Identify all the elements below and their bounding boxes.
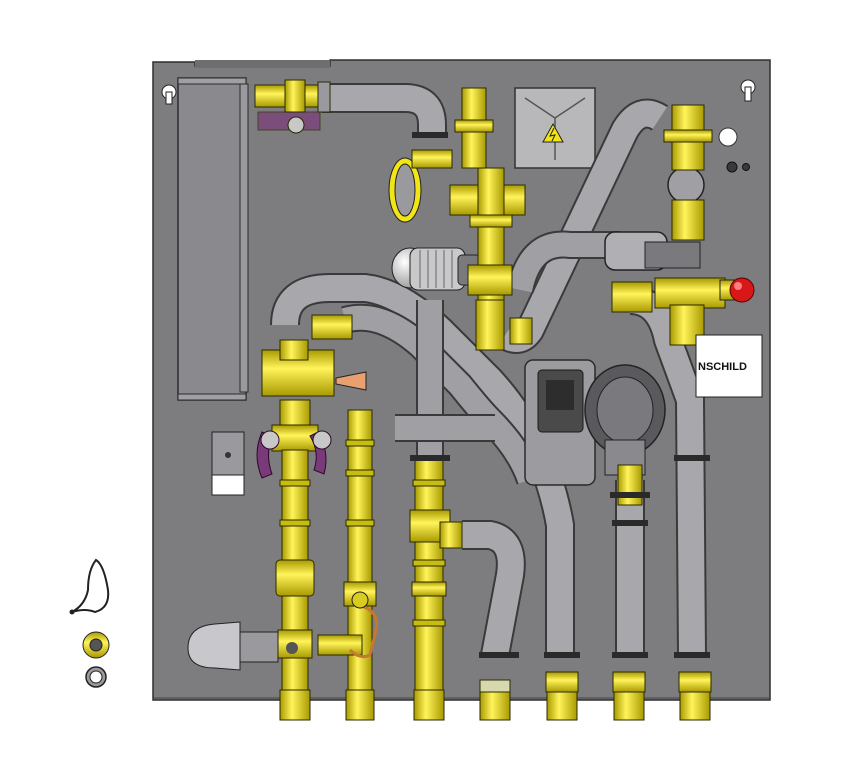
- nameplate-text: NSCHILD: [698, 361, 747, 373]
- panel-opening: [718, 127, 738, 147]
- circulation-pump-upper: [604, 166, 705, 271]
- loose-brass-nut: [82, 631, 110, 659]
- motorized-valve-actuator: [391, 247, 481, 291]
- thermostatic-valve-head: [187, 621, 298, 671]
- plate-heat-exchanger: [177, 77, 249, 401]
- safety-valve-red-cap: [719, 277, 755, 303]
- circulation-pump: [524, 359, 666, 486]
- ball-valve-handles: [256, 430, 332, 479]
- pipe-clamps: [410, 132, 710, 658]
- loose-cable-tie: [69, 558, 110, 615]
- pipe-band-rings: [279, 439, 446, 627]
- small-label-holder: [211, 431, 245, 496]
- nameplate: NSCHILD: [695, 334, 763, 398]
- high-voltage-warning-icon: [542, 122, 564, 143]
- keyhole-mount-icon: [161, 84, 177, 105]
- keyhole-mount-icon: [740, 79, 756, 102]
- indicator-light: [742, 163, 750, 171]
- loose-seal-ring: [85, 666, 107, 688]
- brass-fittings: [254, 79, 726, 696]
- indicator-light: [726, 161, 738, 173]
- pressure-gauge: [388, 157, 422, 223]
- temperature-sensor: [335, 371, 367, 391]
- capillary-tube: [348, 603, 379, 659]
- bottom-outlet-connectors: [279, 671, 712, 721]
